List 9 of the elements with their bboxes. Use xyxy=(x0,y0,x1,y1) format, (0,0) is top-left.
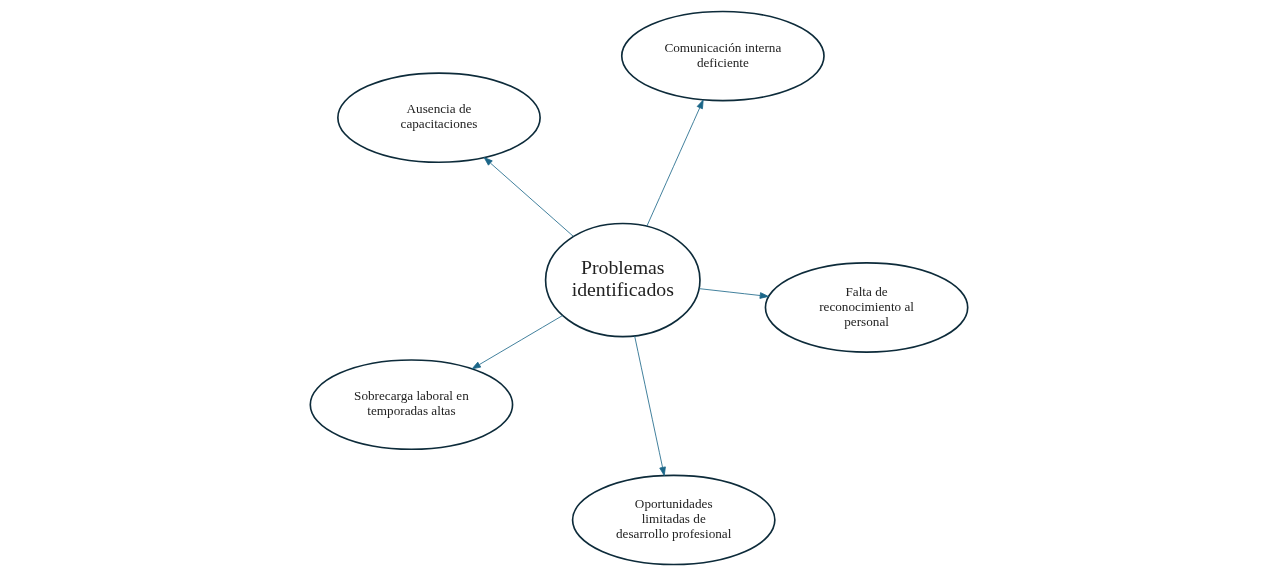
arrow xyxy=(483,157,574,237)
node-ellipse: Comunicación interna deficiente xyxy=(620,10,825,102)
arrow xyxy=(698,288,769,299)
node-ellipse: Falta de reconocimiento al personal xyxy=(764,262,969,353)
arrow xyxy=(645,99,704,227)
arrow xyxy=(633,335,666,476)
arrow xyxy=(471,315,563,370)
node-ellipse: Oportunidades limitadas de desarrollo profesional xyxy=(571,474,776,566)
node-ellipse: Problemas identificados xyxy=(544,222,701,338)
